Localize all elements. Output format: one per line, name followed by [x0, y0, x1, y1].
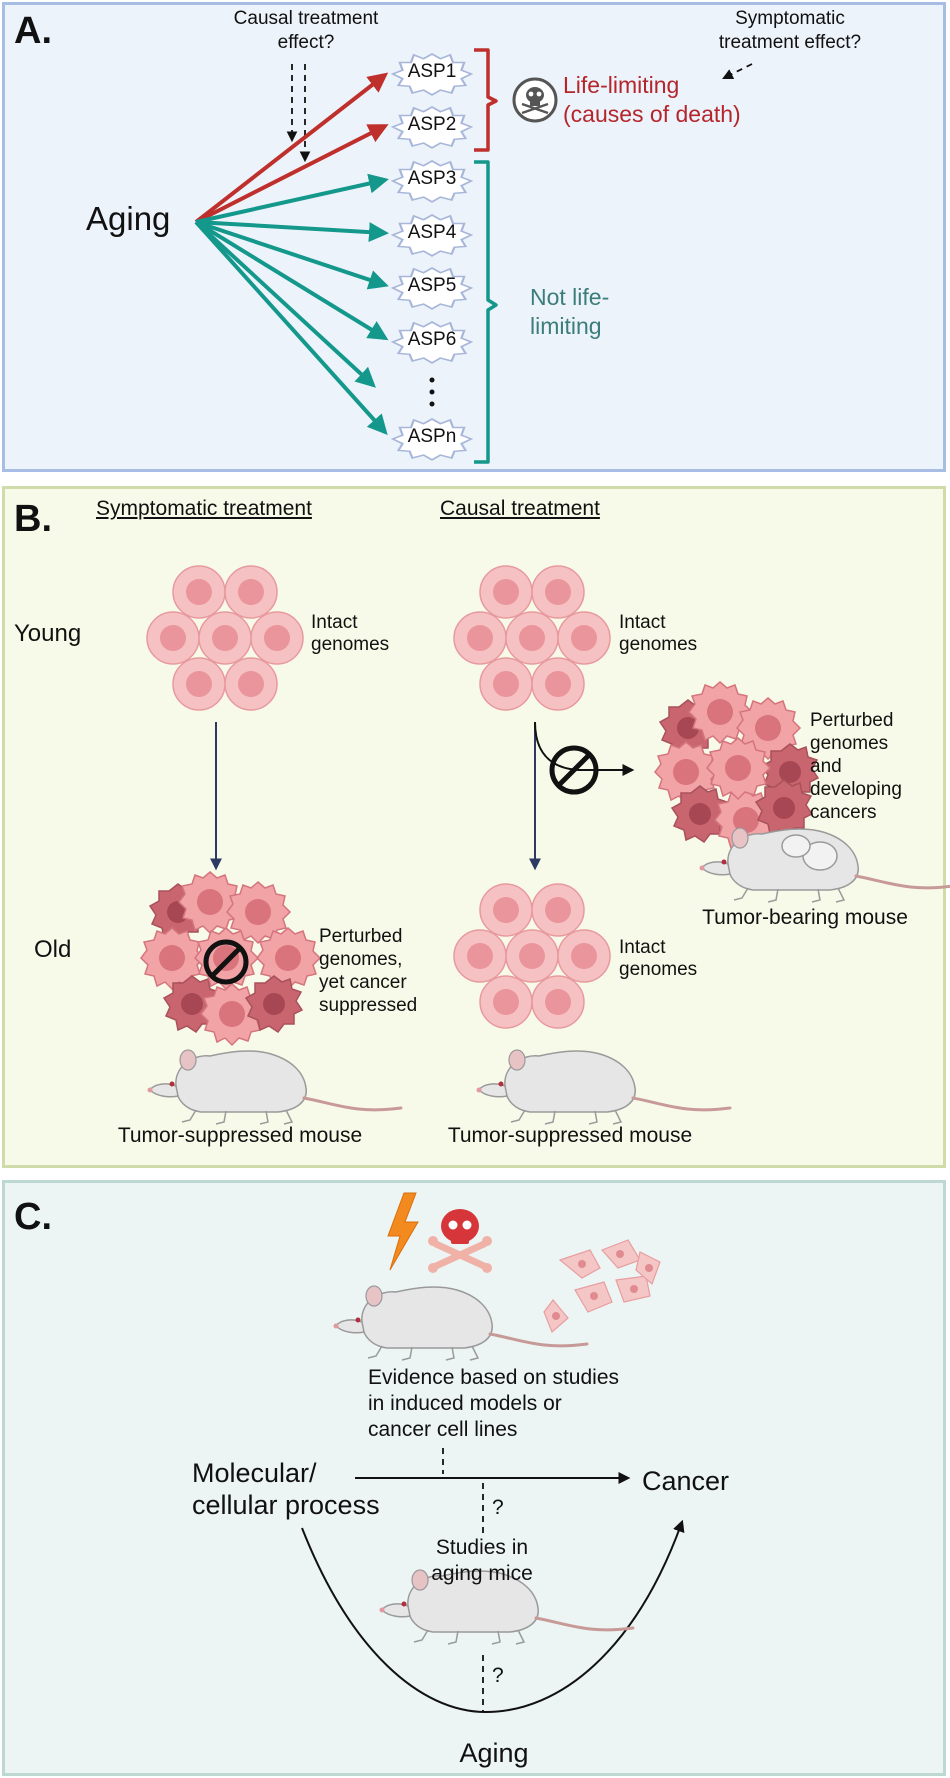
aging-bottom-label: Aging: [459, 1738, 529, 1768]
tumor-suppressed-mouse-label-causal: Tumor-suppressed mouse: [447, 1124, 693, 1147]
perturbed-developing-line3: and: [810, 756, 842, 777]
life-limiting-arrows: [194, 72, 389, 224]
perturbed-suppressed-line2: genomes,: [319, 949, 403, 970]
perturbed-suppressed-line1: Perturbed: [319, 926, 403, 947]
perturbed-suppressed-line4: suppressed: [319, 995, 418, 1016]
tumor-bearing-mouse: [698, 826, 950, 904]
causal-effect-arrows: [286, 64, 311, 163]
intact-genomes-old-causal-1: Intact: [619, 937, 666, 958]
life-limiting-label-line2: (causes of death): [563, 101, 741, 127]
tumor-suppressed-mouse-symptomatic: [146, 1048, 403, 1126]
symptomatic-effect-question-line1: Symptomatic: [735, 8, 845, 29]
causal-effect-question-line1: Causal treatment: [233, 8, 379, 29]
tumor-suppressed-mouse-label-symptomatic: Tumor-suppressed mouse: [117, 1124, 363, 1147]
intact-genomes-young-causal-1: Intact: [619, 612, 666, 633]
intact-genomes-young-symptomatic-1: Intact: [311, 612, 358, 633]
perturbed-suppressed-line3: yet cancer: [319, 972, 407, 993]
question-mark-lower: ?: [492, 1664, 504, 1687]
not-life-limiting-bracket: [474, 160, 498, 464]
symptomatic-effect-arrow: [722, 63, 753, 79]
perturbed-developing-line1: Perturbed: [810, 710, 894, 731]
aging-curve-arrow: [301, 1519, 685, 1714]
intact-genomes-young-symptomatic-2: genomes: [311, 634, 390, 655]
perturbed-developing-line2: genomes: [810, 733, 889, 754]
tumor-suppressed-mouse-causal: [475, 1048, 732, 1126]
symptomatic-effect-question-line2: treatment effect?: [718, 32, 862, 53]
life-limiting-bracket: [474, 48, 498, 152]
studies-aging-mice-line1: Studies in: [435, 1536, 529, 1559]
aging-source-label: Aging: [86, 200, 171, 237]
old-row-label: Old: [34, 936, 72, 963]
life-limiting-label-line1: Life-limiting: [563, 72, 680, 98]
not-life-limiting-label-line2: limiting: [530, 313, 602, 339]
cancer-label: Cancer: [642, 1466, 730, 1496]
skull-icon: [512, 77, 558, 123]
prohibited-icon-causal: [549, 745, 599, 795]
evidence-text-line3: cancer cell lines: [368, 1418, 518, 1441]
not-life-limiting-label-line1: Not life-: [530, 284, 610, 310]
young-row-label: Young: [14, 620, 82, 647]
developing-cancer-cells: [654, 681, 819, 852]
evidence-text-line1: Evidence based on studies: [368, 1366, 620, 1389]
ellipsis-dots: [429, 377, 435, 407]
old-cells-causal: [453, 883, 611, 1029]
asp6-label: ASP6: [407, 329, 457, 350]
prohibited-icon-symptomatic: [203, 939, 249, 985]
panel-c-label: C.: [14, 1196, 52, 1238]
asp2-label: ASP2: [407, 114, 457, 135]
asp5-label: ASP5: [407, 275, 457, 296]
young-cells-symptomatic: [146, 565, 304, 711]
intact-genomes-old-causal-2: genomes: [619, 959, 698, 980]
skull-crossbones-icon: [428, 1209, 492, 1273]
studies-aging-mice-line2: aging mice: [431, 1562, 533, 1585]
intact-genomes-young-causal-2: genomes: [619, 634, 698, 655]
panel-b-label: B.: [14, 498, 52, 540]
symptomatic-treatment-header: Symptomatic treatment: [96, 497, 312, 520]
cancer-cell-lines-icon: [543, 1239, 661, 1334]
asp3-label: ASP3: [407, 168, 457, 189]
causal-effect-question-line2: effect?: [277, 32, 335, 53]
not-life-limiting-arrows: [194, 173, 389, 435]
molecular-process-line2: cellular process: [192, 1490, 380, 1520]
evidence-text-line2: in induced models or: [368, 1392, 562, 1415]
asp4-label: ASP4: [407, 222, 457, 243]
molecular-process-line1: Molecular/: [192, 1458, 317, 1488]
aspn-label: ASPn: [407, 426, 457, 447]
asp1-label: ASP1: [407, 61, 457, 82]
blocked-cancer-arrow: [534, 721, 635, 776]
panel-a-label: A.: [14, 10, 52, 52]
question-mark-upper: ?: [492, 1496, 504, 1519]
young-cells-causal: [453, 565, 611, 711]
perturbed-developing-line4: developing: [810, 779, 902, 800]
lightning-icon: [387, 1192, 419, 1271]
perturbed-developing-line5: cancers: [810, 802, 877, 823]
tumor-bearing-mouse-label: Tumor-bearing mouse: [702, 906, 908, 929]
causal-treatment-header: Causal treatment: [440, 497, 600, 520]
panel-a: [2, 2, 946, 472]
